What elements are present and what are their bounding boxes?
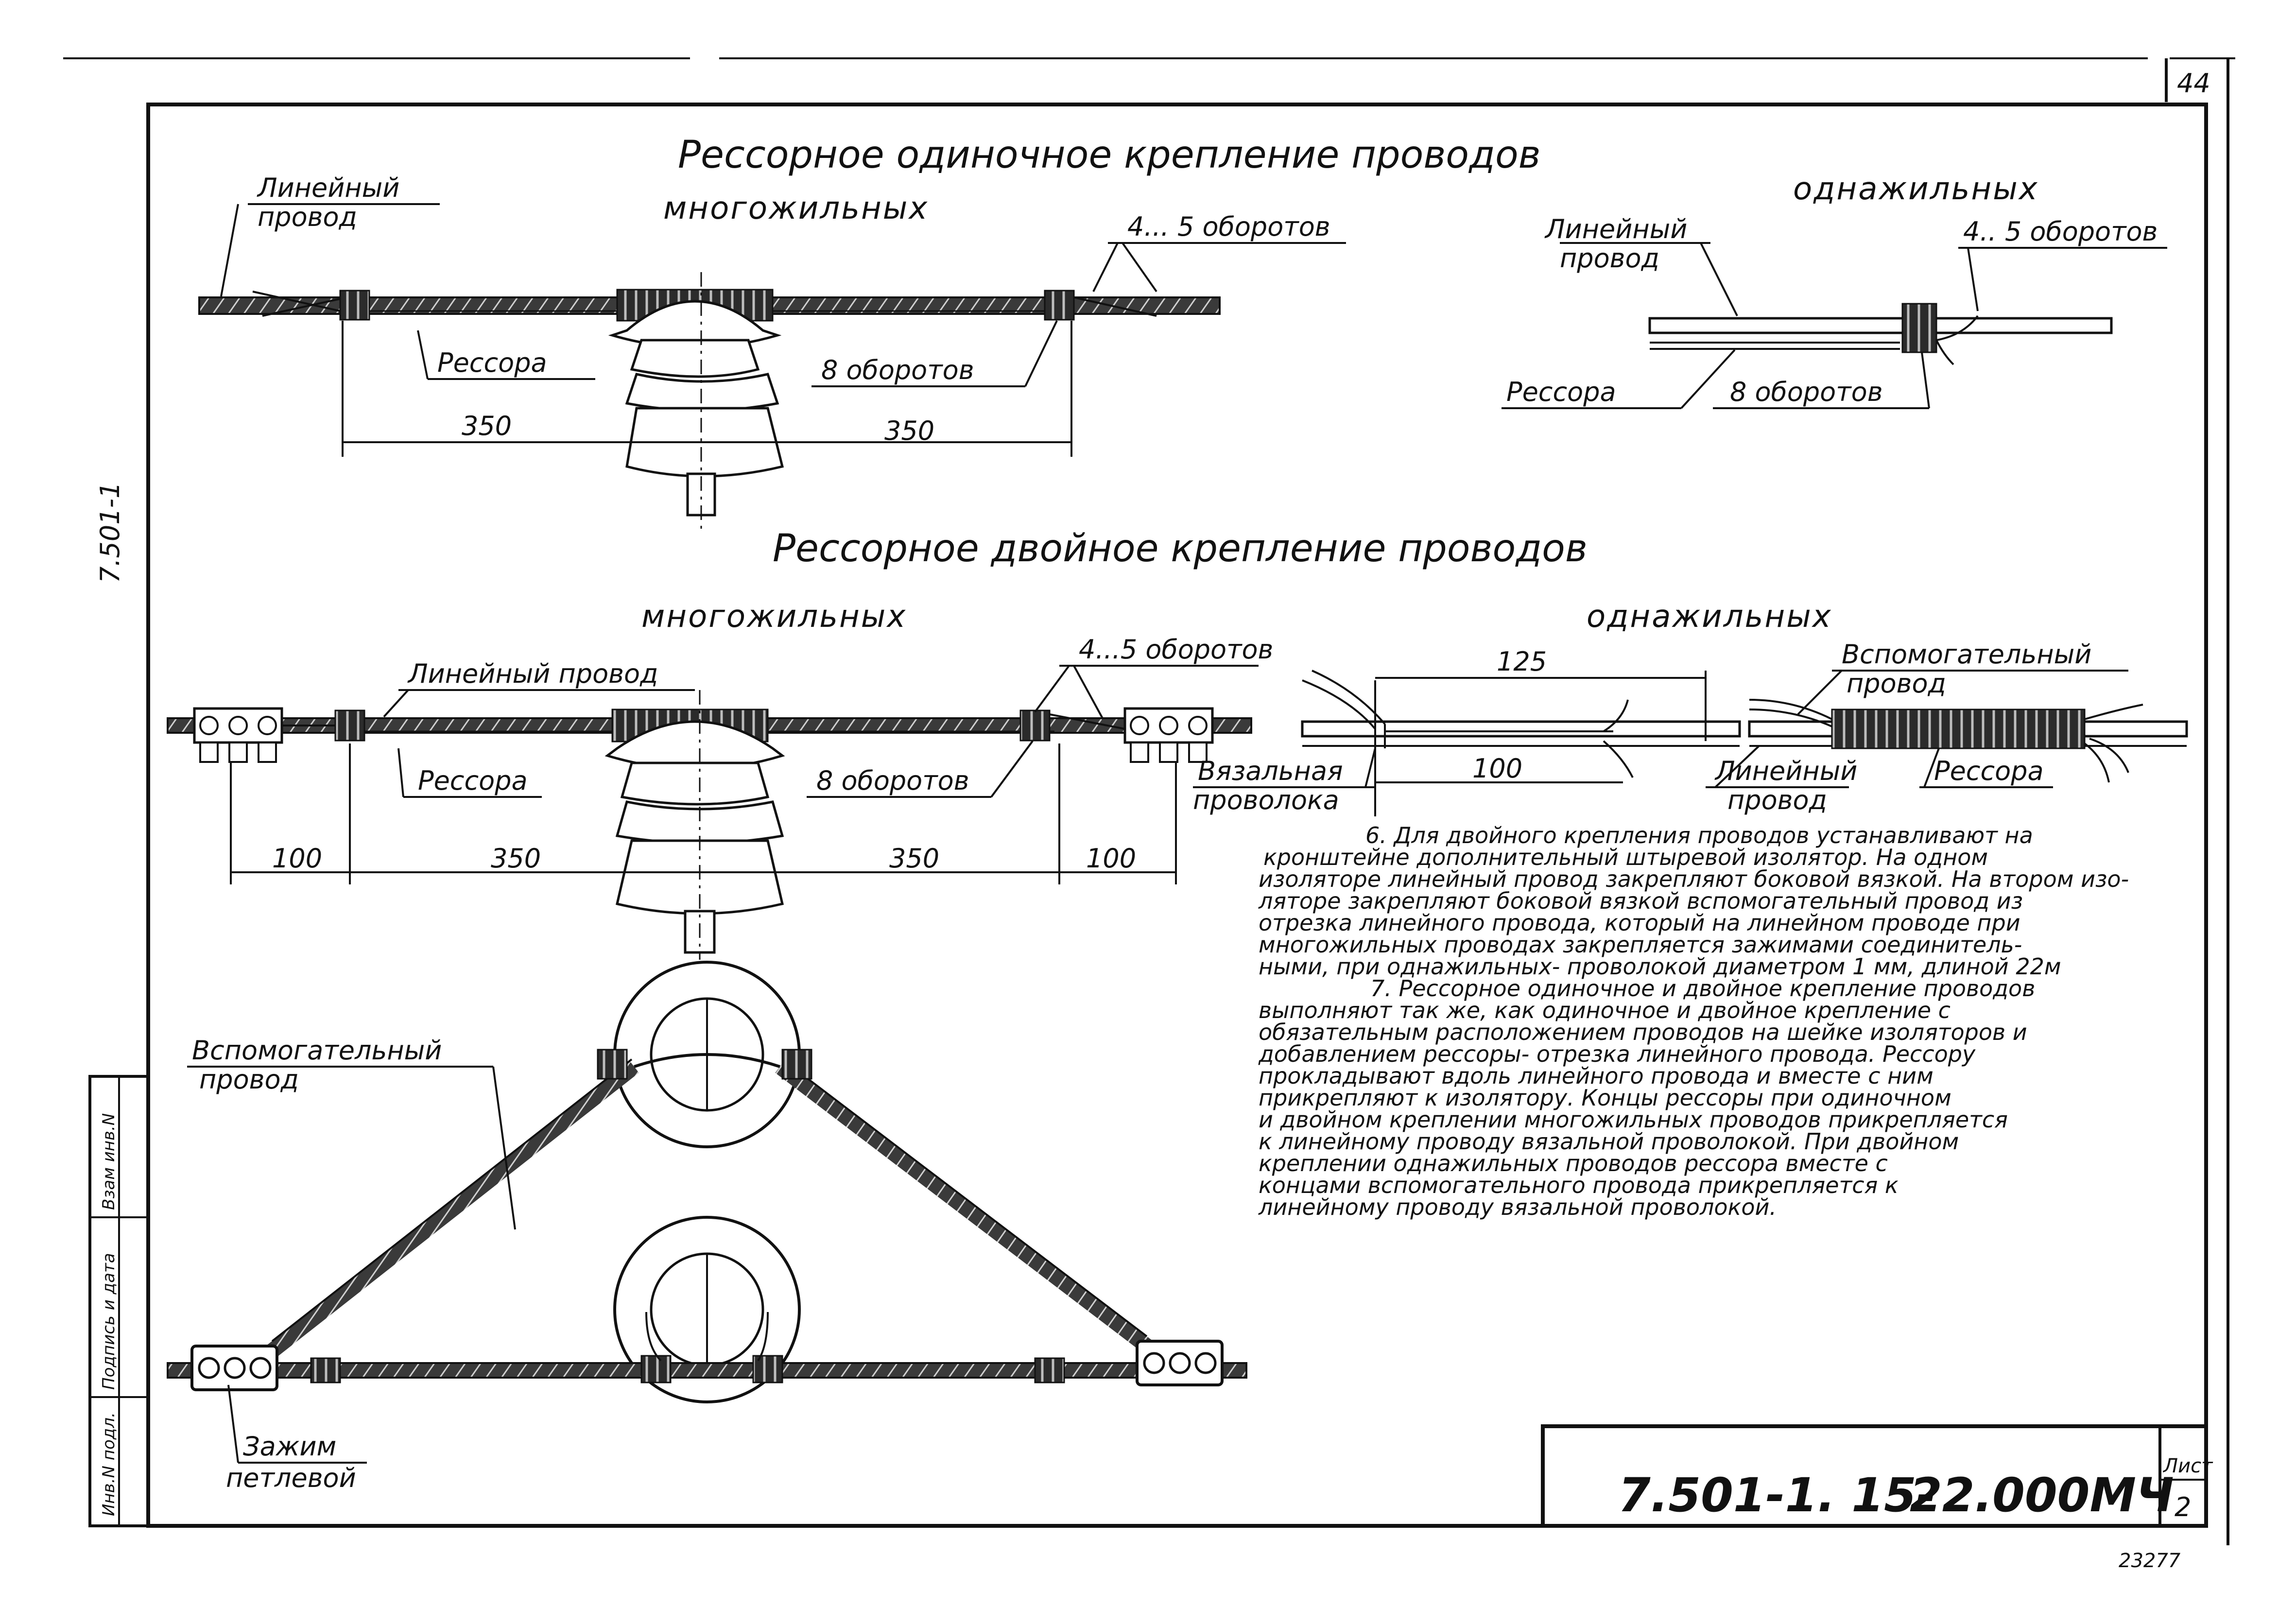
s2-multi-eight-turns-label: 8 оборотов bbox=[816, 765, 969, 796]
s2-single-line-wire-label-1: Линейный bbox=[1714, 756, 1857, 786]
note-line: креплении однажильных проводов рессора в… bbox=[1259, 1150, 1888, 1176]
section2-single-heading: однажильных bbox=[1587, 599, 1832, 635]
note-line: изоляторе линейный провод закрепляют бок… bbox=[1259, 866, 2129, 892]
note-line: концами вспомогательного провода прикреп… bbox=[1259, 1172, 1899, 1198]
s2-tie-wire-label-1: Вязальная bbox=[1198, 756, 1343, 786]
side-strip-cell-sign: Подпись и дата bbox=[99, 1253, 119, 1390]
s2-dim-1: 100 bbox=[272, 843, 322, 874]
doc-code-2: 22.000МЧ bbox=[1910, 1468, 2174, 1522]
s2-single-coil-detail: Вспомогательный провод Линейный провод Р… bbox=[1706, 639, 2188, 815]
section1-multi-heading: многожильных bbox=[663, 190, 929, 226]
s1-dim-left: 350 bbox=[462, 411, 512, 441]
s2-single-tie-detail: 125 100 Вязальная проволока bbox=[1193, 646, 1741, 816]
s1-multi-turns-label: 4... 5 оборотов bbox=[1127, 211, 1330, 242]
s2-tie-wire-label-2: проволока bbox=[1193, 785, 1339, 815]
note-line: многожильных проводах закрепляется зажим… bbox=[1259, 932, 2022, 958]
plan-clamp-label-1: Зажим bbox=[243, 1431, 336, 1462]
doc-code: 7.501-1. 15- bbox=[1618, 1468, 1936, 1522]
s1-single-turns-label: 4.. 5 оборотов bbox=[1963, 216, 2158, 247]
note-line: прикрепляют к изолятору. Концы рессоры п… bbox=[1259, 1085, 1951, 1111]
title-block: 7.501-1. 15- 22.000МЧ Лист 2 bbox=[1541, 1424, 2213, 1528]
note-line: 7. Рессорное одиночное и двойное креплен… bbox=[1370, 975, 2035, 1002]
note-line: и двойном креплении многожильных проводо… bbox=[1259, 1106, 2008, 1133]
note-line: выполняют так же, как одиночное и двойно… bbox=[1259, 997, 1951, 1023]
section1-single-heading: однажильных bbox=[1793, 171, 2039, 207]
s2-multi-line-wire-label: Линейный провод bbox=[407, 658, 658, 689]
plan-clamp-label-2: петлевой bbox=[226, 1463, 356, 1493]
s2-dim-4: 100 bbox=[1086, 843, 1136, 874]
side-code: 7.501-1 bbox=[95, 482, 125, 583]
s1-single-assembly: Линейный провод 4.. 5 оборотов Рессора 8… bbox=[1502, 214, 2167, 409]
notes-block: 6. Для двойного крепления проводов устан… bbox=[1258, 822, 2129, 1220]
side-strip: Инв.N подл. Подпись и дата Взам инв.N bbox=[88, 1075, 150, 1527]
s2-dim-2: 350 bbox=[491, 843, 541, 874]
s2-dim-3: 350 bbox=[889, 843, 939, 874]
plan-aux-wire-label-1: Вспомогательный bbox=[192, 1035, 442, 1066]
s1-multi-line-wire-label-1: Линейный bbox=[257, 173, 399, 203]
s2-multi-assembly: 100 350 350 100 Линейный провод 4...5 об… bbox=[167, 634, 1273, 960]
section2-title: Рессорное двойное крепление проводов bbox=[773, 527, 1588, 570]
s1-multi-eight-turns-label: 8 оборотов bbox=[821, 355, 974, 385]
plan-left-clamp-icon bbox=[190, 1345, 278, 1391]
side-strip-cell-replace: Взам инв.N bbox=[99, 1113, 119, 1210]
s2-single-line-wire-label-2: провод bbox=[1727, 785, 1827, 815]
section1-title: Рессорное одиночное крепление проводов bbox=[678, 133, 1541, 177]
s1-multi-assembly: 350 350 Линейный провод 4... 5 оборотов … bbox=[198, 173, 1346, 535]
page-number: 44 bbox=[2177, 68, 2210, 99]
s2-single-dim-bottom: 100 bbox=[1472, 753, 1522, 784]
s1-dim-right: 350 bbox=[884, 415, 934, 446]
s1-single-line-wire-label-2: провод bbox=[1560, 243, 1659, 274]
drawing-frame bbox=[146, 103, 2208, 1528]
note-line: ляторе закрепляют боковой вязкой вспомог… bbox=[1258, 888, 2023, 914]
note-line: обязательным расположением проводов на ш… bbox=[1259, 1019, 2027, 1045]
note-line: прокладывают вдоль линейного провода и в… bbox=[1259, 1063, 1933, 1089]
page-number-box: 44 bbox=[2165, 58, 2229, 1545]
s2-aux-wire-label-1: Вспомогательный bbox=[1842, 639, 2091, 670]
s2-single-spring-label: Рессора bbox=[1934, 756, 2044, 786]
note-line: кронштейне дополнительный штыревой изоля… bbox=[1263, 844, 1988, 870]
note-line: ными, при однажильных- проволокой диамет… bbox=[1259, 953, 2061, 980]
side-strip-cell-inv: Инв.N подл. bbox=[99, 1412, 119, 1516]
sheet-label: Лист bbox=[2162, 1455, 2213, 1477]
s1-single-spring-label: Рессора bbox=[1506, 377, 1616, 407]
s1-single-eight-turns-label: 8 оборотов bbox=[1730, 377, 1883, 407]
note-line: линейному проводу вязальной проволокой. bbox=[1258, 1194, 1777, 1220]
plan-view: Вспомогательный провод Зажим петлевой bbox=[167, 961, 1247, 1493]
note-line: к линейному проводу вязальной проволокой… bbox=[1259, 1128, 1959, 1155]
note-line: 6. Для двойного крепления проводов устан… bbox=[1365, 822, 2033, 848]
note-line: добавлением рессоры- отрезка линейного п… bbox=[1258, 1041, 1976, 1067]
corner-code: 23277 bbox=[2119, 1550, 2181, 1572]
plan-aux-wire-label-2: провод bbox=[199, 1064, 299, 1095]
s2-multi-turns-label: 4...5 оборотов bbox=[1079, 634, 1273, 665]
section2-multi-heading: многожильных bbox=[641, 599, 907, 635]
s2-single-dim-top: 125 bbox=[1497, 646, 1547, 677]
s1-multi-line-wire-label-2: провод bbox=[258, 202, 357, 232]
s1-multi-spring-label: Рессора bbox=[437, 347, 547, 378]
s2-right-clamp-icon bbox=[1123, 707, 1214, 763]
s1-single-line-wire-label-1: Линейный bbox=[1544, 214, 1687, 244]
s2-multi-spring-label: Рессора bbox=[418, 765, 528, 796]
sheet-number: 2 bbox=[2175, 1492, 2191, 1522]
plan-right-clamp-icon bbox=[1136, 1340, 1224, 1386]
s2-left-clamp-icon bbox=[193, 707, 283, 763]
s2-aux-wire-label-2: провод bbox=[1847, 668, 1946, 699]
note-line: отрезка линейного провода, который на ли… bbox=[1259, 910, 2020, 936]
